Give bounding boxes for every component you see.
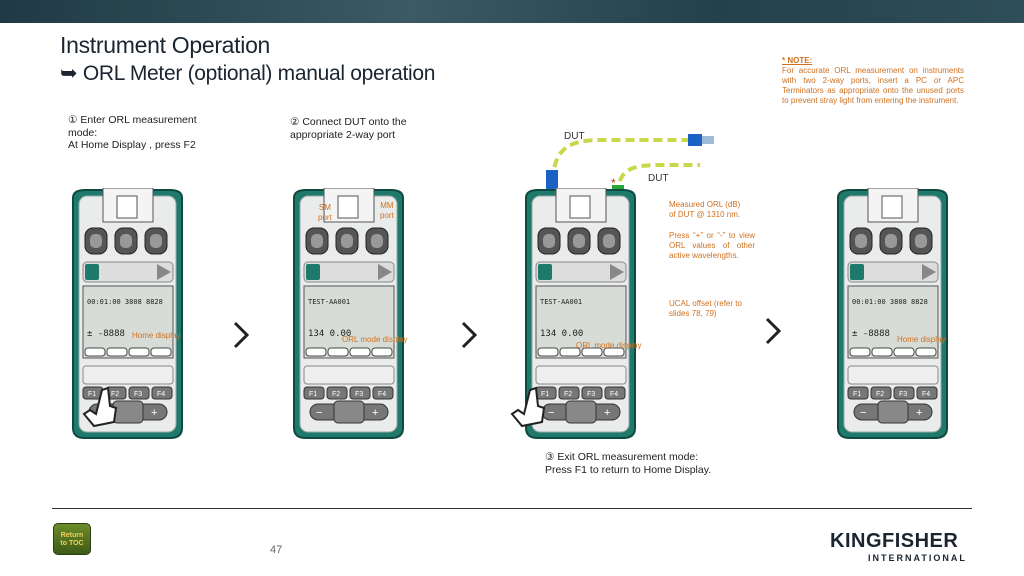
- dut-label-right: DUT: [648, 173, 669, 184]
- next-arrow-3-icon: [765, 317, 782, 345]
- mm-port-label-2: port: [380, 211, 394, 220]
- step-3-line2: Press F1 to return to Home Display.: [545, 463, 712, 476]
- kingfisher-logo: KINGFISHER INTERNATIONAL: [830, 530, 970, 564]
- f-key-label: F4: [610, 391, 618, 398]
- pointing-hand-1-icon: [82, 386, 118, 428]
- svg-text:+: +: [151, 407, 157, 419]
- lcd-line-2: ± -8888: [87, 329, 125, 339]
- page-subtitle: ➥ ORL Meter (optional) manual operation: [60, 62, 436, 85]
- measured-orl-callout: Measured ORL (dB) of DUT @ 1310 nm.: [669, 200, 741, 219]
- f-key: [916, 386, 938, 400]
- note-heading: * NOTE:: [782, 56, 813, 65]
- return-to-toc-button[interactable]: Return to TOC: [53, 523, 91, 555]
- top-banner: [0, 0, 1024, 23]
- f-key-label: F2: [111, 391, 119, 398]
- next-arrow-2-icon: [461, 321, 478, 349]
- step-1-text: ① Enter ORL measurement mode: At Home Di…: [68, 114, 197, 152]
- press-view-callout: Press “+” or “-” to view ORL values of o…: [669, 231, 755, 260]
- f-key-label: F3: [899, 391, 907, 398]
- lcd-screen: [847, 285, 939, 359]
- f-key: [870, 386, 892, 400]
- f-key-label: F1: [309, 391, 317, 398]
- ucal-callout: UCAL offset (refer to slides 78, 79): [669, 299, 742, 318]
- f-key-label: F1: [541, 391, 549, 398]
- orl-mode-label-3: ORL mode display: [576, 341, 642, 350]
- lcd-line-1: TEST-AA001: [308, 298, 350, 306]
- f-key-label: F1: [88, 391, 96, 398]
- lcd-screen: [535, 285, 627, 359]
- mm-port-label-1: MM: [380, 201, 394, 210]
- lcd-screen: [303, 285, 395, 359]
- logo-main-text: KINGFISHER: [830, 530, 959, 552]
- home-display-label-4: Home display: [897, 335, 946, 344]
- svg-text:−: −: [316, 407, 322, 419]
- dut-label-top: DUT: [564, 131, 585, 142]
- svg-text:−: −: [860, 407, 866, 419]
- step-2-text: ② Connect DUT onto the appropriate 2-way…: [290, 116, 438, 141]
- lcd-line-1: 00:01:00 3808 8828: [852, 298, 928, 306]
- f-key-label: F3: [355, 391, 363, 398]
- step-1-line2: mode:: [68, 126, 98, 139]
- f-key: [326, 386, 348, 400]
- f-key-label: F4: [922, 391, 930, 398]
- note-text: For accurate ORL measurement on instrume…: [782, 66, 964, 105]
- f-key: [893, 386, 915, 400]
- step-1-line1: ① Enter ORL measurement: [68, 114, 197, 126]
- f-key: [349, 386, 371, 400]
- f-key: [303, 386, 325, 400]
- svg-text:+: +: [372, 407, 378, 419]
- pointing-hand-2-icon: [510, 386, 546, 428]
- f-key: [128, 386, 150, 400]
- lcd-line-1: 00:01:00 3808 8828: [87, 298, 163, 306]
- svg-text:+: +: [604, 407, 610, 419]
- sm-port-label-2: port: [318, 213, 332, 222]
- f-key-label: F4: [157, 391, 165, 398]
- next-arrow-1-icon: [233, 321, 250, 349]
- step-2-line2: appropriate 2-way port: [290, 128, 396, 141]
- f-key: [558, 386, 580, 400]
- lcd-line-2: 134 0.00: [540, 329, 583, 339]
- step-3-line1: ③ Exit ORL measurement mode:: [545, 451, 699, 463]
- lcd-line-1: TEST-AA001: [540, 298, 582, 306]
- f-key-label: F2: [332, 391, 340, 398]
- lcd-line-2: 134 0.00: [308, 329, 351, 339]
- f-key: [151, 386, 173, 400]
- f-key-label: F3: [587, 391, 595, 398]
- orl-mode-label-2: ORL mode display: [342, 335, 408, 344]
- f-key: [581, 386, 603, 400]
- note-box: * NOTE: For accurate ORL measurement on …: [782, 56, 964, 106]
- f-key-label: F2: [564, 391, 572, 398]
- home-display-label-1: Home display: [132, 331, 181, 340]
- f-key-label: F2: [876, 391, 884, 398]
- logo-sub-text: INTERNATIONAL: [868, 553, 967, 563]
- page-number: 47: [270, 544, 283, 556]
- f-key: [847, 386, 869, 400]
- asterisk-marker: *: [611, 176, 616, 190]
- sm-port-label: SM port: [318, 203, 332, 223]
- f-key-label: F1: [853, 391, 861, 398]
- f-key-label: F4: [378, 391, 386, 398]
- lcd-line-2: ± -8888: [852, 329, 890, 339]
- footer-divider: [52, 508, 972, 509]
- toc-label-1: Return: [60, 532, 84, 539]
- step-1-line3: At Home Display , press F2: [68, 139, 196, 151]
- f-key: [372, 386, 394, 400]
- f-key: [604, 386, 626, 400]
- f-key-label: F3: [134, 391, 142, 398]
- step-2-line1: ② Connect DUT onto the: [290, 116, 407, 128]
- sm-port-label-1: SM: [318, 203, 331, 212]
- page-title: Instrument Operation: [60, 32, 271, 58]
- svg-text:−: −: [548, 407, 554, 419]
- step-3-text: ③ Exit ORL measurement mode: Press F1 to…: [545, 451, 711, 476]
- lcd-screen: [82, 285, 174, 359]
- toc-label-2: to TOC: [60, 540, 84, 547]
- svg-text:+: +: [916, 407, 922, 419]
- mm-port-label: MM port: [380, 201, 394, 221]
